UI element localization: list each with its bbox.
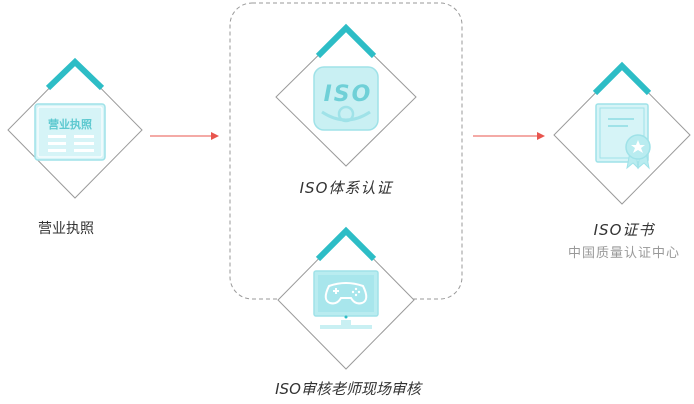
step-label-business-license: 营业执照: [38, 221, 94, 237]
step-node-business-license: 营业执照: [7, 57, 143, 199]
step-sublabel-iso-certificate: 中国质量认证中心: [567, 246, 681, 261]
step-label-onsite-audit: ISO审核老师现场审核: [275, 380, 421, 398]
business-license-icon: 营业执照: [34, 103, 106, 161]
step-node-onsite-audit: [277, 226, 415, 370]
step-node-iso-certificate: [553, 61, 691, 205]
iso-logo-text: ISO: [324, 82, 373, 107]
monitor-gamepad-icon: [313, 270, 379, 329]
iso-logo-icon: ISO: [313, 66, 379, 131]
step-label-iso-certificate: ISO证书: [593, 221, 655, 239]
certificate-icon: [595, 103, 651, 170]
step-label-iso-system: ISO体系认证: [299, 179, 393, 197]
step-node-iso-system: ISO: [275, 23, 417, 167]
license-badge-text: 营业执照: [48, 117, 92, 131]
